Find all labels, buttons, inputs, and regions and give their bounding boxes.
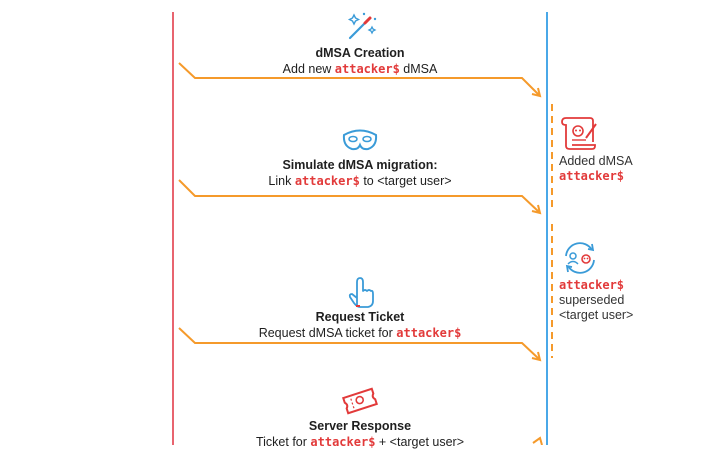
step-description: Request dMSA ticket for attacker$ (258, 326, 462, 340)
arrowhead-step-4 (532, 436, 543, 445)
attacker-code: attacker$ (559, 169, 625, 183)
mask-icon (342, 129, 378, 151)
step-title: Simulate dMSA migration: (282, 158, 438, 172)
step-description: Ticket for attacker$ + <target user> (255, 435, 465, 449)
step-request-ticket: Request Ticket Request dMSA ticket for a… (200, 309, 520, 341)
attacker-code: attacker$ (396, 326, 462, 340)
attacker-code: attacker$ (310, 435, 376, 449)
pointing-hand-icon (348, 277, 374, 308)
side-note-superseded: attacker$ superseded <target user> (559, 278, 709, 323)
attacker-code: attacker$ (294, 174, 360, 188)
magic-wand-icon (347, 12, 377, 40)
arrowhead-step-1 (531, 87, 542, 98)
step-title: dMSA Creation (315, 46, 405, 60)
note-text: superseded (559, 293, 625, 307)
note-text: Added dMSA (559, 154, 633, 168)
step-dmsa-creation: dMSA Creation Add new attacker$ dMSA (200, 45, 520, 77)
step-description: Link attacker$ to <target user> (268, 174, 452, 188)
ticket-icon (342, 387, 378, 415)
arrowhead-step-2 (531, 204, 542, 215)
refresh-users-icon (565, 242, 595, 274)
arrow-step-2 (178, 179, 540, 213)
attacker-code: attacker$ (334, 62, 400, 76)
side-note-added-dmsa: Added dMSA attacker$ (559, 154, 709, 184)
arrow-step-1 (178, 62, 540, 96)
step-title: Request Ticket (315, 310, 405, 324)
step-title: Server Response (308, 419, 412, 433)
note-target: <target user> (559, 308, 634, 322)
step-description: Add new attacker$ dMSA (282, 62, 438, 76)
left-lifeline (172, 12, 174, 445)
step-server-response: Server Response Ticket for attacker$ + <… (200, 418, 520, 450)
attacker-code: attacker$ (559, 278, 625, 292)
right-lifeline (546, 12, 548, 445)
step-simulate-migration: Simulate dMSA migration: Link attacker$ … (200, 157, 520, 189)
arrowhead-step-3 (531, 351, 542, 362)
arrow-step-3 (178, 327, 540, 360)
scroll-skull-icon (561, 117, 597, 150)
